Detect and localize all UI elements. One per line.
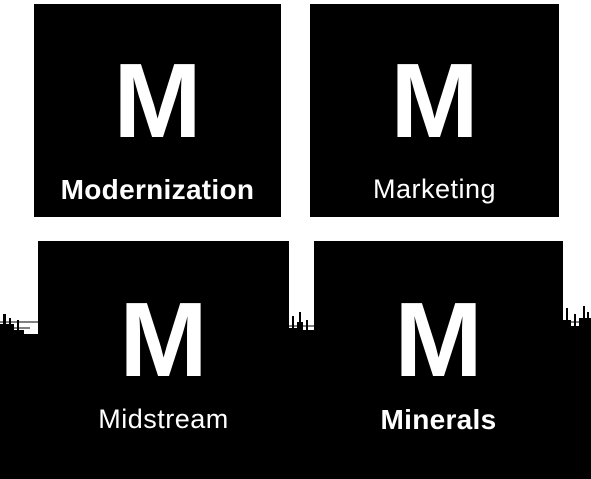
tile-letter: M	[119, 281, 208, 399]
tile-minerals[interactable]: M Minerals	[314, 241, 563, 477]
tile-label: Marketing	[372, 174, 497, 204]
tile-letter: M	[394, 281, 483, 399]
tile-label: Midstream	[98, 404, 229, 434]
tile-label: Modernization	[60, 174, 255, 205]
tile-letter: M	[113, 42, 202, 160]
tile-letter: M	[390, 42, 479, 160]
tile-label: Minerals	[380, 404, 497, 435]
tile-modernization[interactable]: M Modernization	[34, 4, 281, 217]
tile-marketing[interactable]: M Marketing	[310, 4, 559, 217]
tile-midstream[interactable]: M Midstream	[38, 241, 289, 477]
